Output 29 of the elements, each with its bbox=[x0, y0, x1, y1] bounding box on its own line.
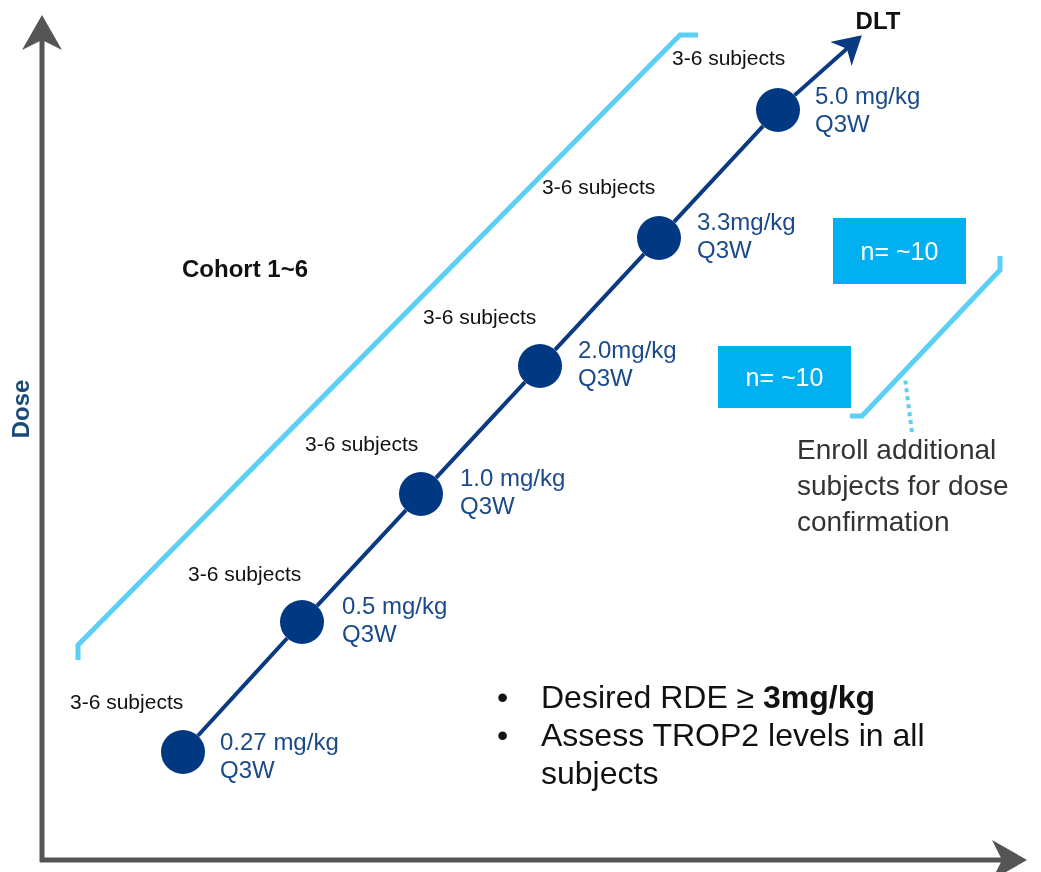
connector-line bbox=[315, 508, 408, 608]
cohort-size-label: 3-6 subjects bbox=[423, 305, 537, 329]
connector-line bbox=[672, 124, 765, 224]
cohort-size-label: 3-6 subjects bbox=[188, 562, 302, 586]
cohort-size-label: 3-6 subjects bbox=[305, 432, 419, 456]
dose-label: 1.0 mg/kg Q3W bbox=[460, 464, 567, 520]
dose-label: 3.3mg/kg Q3W bbox=[697, 208, 797, 264]
bullet-marker: • bbox=[497, 716, 510, 755]
group-label: Cohort 1~6 bbox=[182, 255, 309, 283]
connector-line bbox=[553, 252, 646, 352]
dose-label: 0.5 mg/kg Q3W bbox=[342, 592, 449, 648]
note-text: Enroll additional subjects for dose confirmation bbox=[797, 432, 1041, 542]
connector-line bbox=[434, 380, 527, 480]
dlt-label: DLT bbox=[850, 4, 906, 38]
dose-label: 0.27 mg/kg Q3W bbox=[220, 728, 340, 784]
bullet-text: Assess TROP2 levels in all subjects bbox=[541, 716, 926, 792]
cohort-size-label: 3-6 subjects bbox=[672, 46, 786, 70]
leader-line bbox=[903, 377, 914, 433]
cohort-size-box: n= ~10 bbox=[833, 218, 966, 284]
cohort-size-box: n= ~10 bbox=[718, 346, 851, 408]
arrow bbox=[793, 35, 862, 97]
cohort-size-label: 3-6 subjects bbox=[542, 175, 656, 199]
axis-label: Dose bbox=[7, 378, 35, 441]
connector-line bbox=[196, 636, 289, 738]
cohort-size-label: 3-6 subjects bbox=[70, 690, 184, 714]
bullet-marker: • bbox=[497, 678, 510, 716]
dose-label: 5.0 mg/kg Q3W bbox=[815, 82, 922, 138]
dose-label: 2.0mg/kg Q3W bbox=[578, 336, 678, 392]
bullet-text: Desired RDE ≥ 3mg/kg bbox=[541, 678, 876, 716]
